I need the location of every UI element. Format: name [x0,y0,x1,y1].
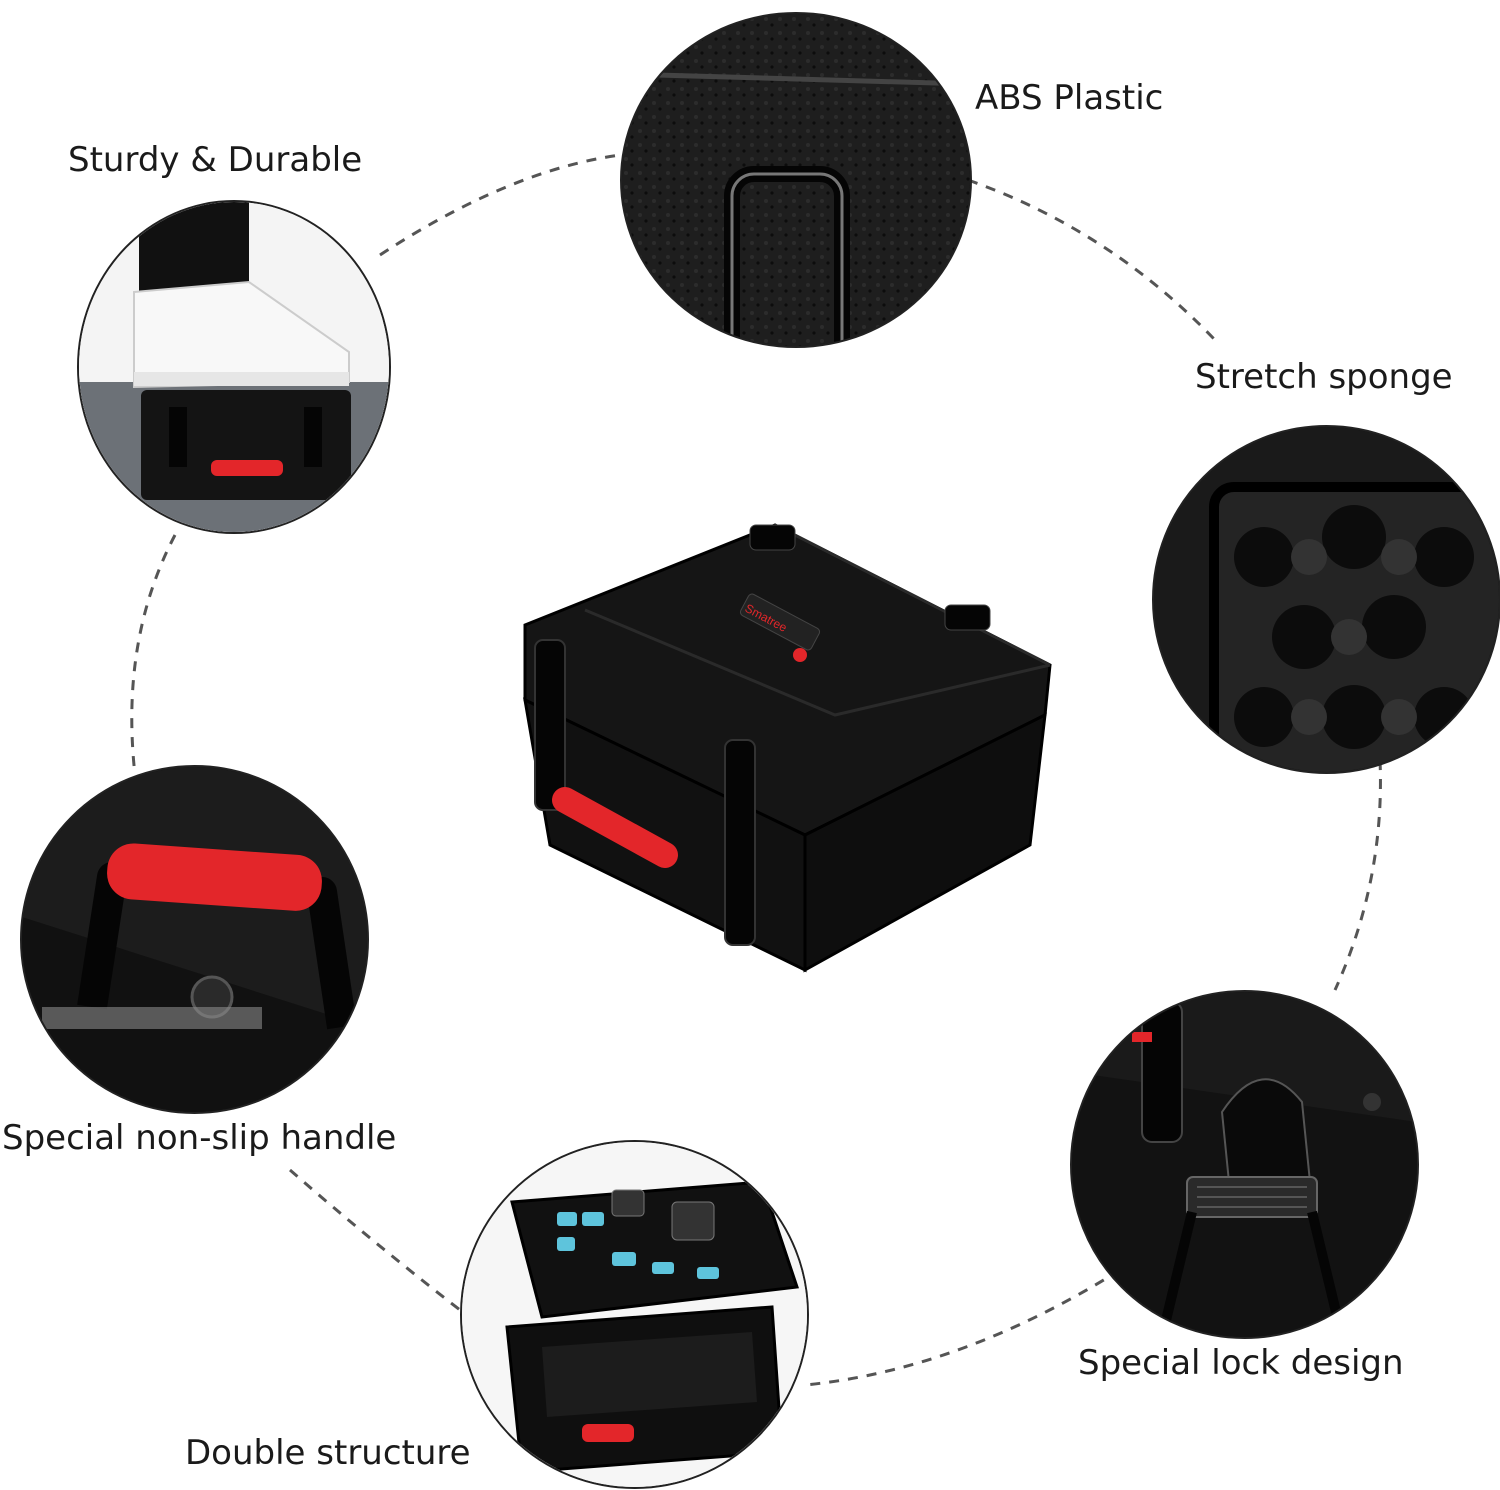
open-case-with-foam-icon [462,1142,807,1487]
shoe-standing-on-case-icon [79,202,389,532]
double-structure-label: Double structure [185,1433,471,1473]
stretch-sponge-label: Stretch sponge [1195,357,1453,397]
abs-plastic-label: ABS Plastic [975,78,1164,118]
abs-plastic-photo [620,12,972,348]
textured-plastic-handle-icon [622,14,970,346]
non-slip-handle-photo [20,765,369,1114]
red-grip-handle-icon [22,767,367,1112]
sturdy-durable-label: Sturdy & Durable [68,140,363,180]
sturdy-durable-photo [77,200,391,534]
stretch-sponge-photo [1152,425,1500,774]
egg-crate-foam-icon [1154,427,1499,772]
lock-design-label: Special lock design [1078,1343,1404,1383]
hard-case-icon: Smatree [523,523,1052,973]
hard-case-product: Smatree [505,515,1065,979]
double-structure-photo [460,1140,809,1489]
lock-design-photo [1070,990,1419,1339]
non-slip-handle-label: Special non-slip handle [2,1118,397,1158]
latch-lock-icon [1072,992,1417,1337]
